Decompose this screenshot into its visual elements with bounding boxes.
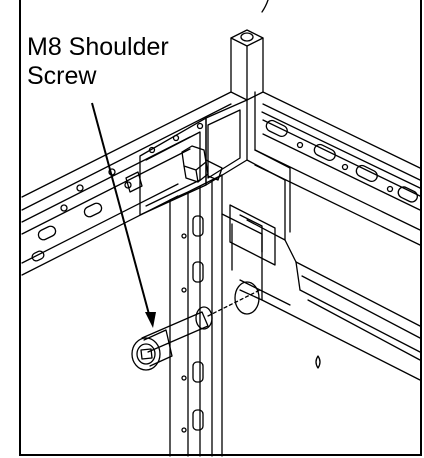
corner-bracket [139, 99, 291, 266]
shoulder-screw [131, 306, 213, 371]
callout-leader-arrow [91, 102, 156, 328]
callout-line-1: M8 Shoulder [27, 33, 169, 61]
center-line [207, 289, 261, 317]
rail-slot [31, 202, 103, 262]
rail-slot [265, 119, 418, 203]
horizontal-tube [284, 239, 421, 361]
callout-line-2: Screw [27, 62, 97, 90]
top-edge-mark [261, 0, 269, 13]
panel-hole [315, 355, 321, 369]
mounting-hole [234, 281, 260, 315]
arrowhead-icon [145, 312, 156, 328]
upright-slot [192, 215, 204, 431]
right-upper-rail [254, 91, 421, 246]
figure-frame [19, 0, 422, 456]
rail-clip [125, 171, 143, 193]
panel-edge [261, 299, 421, 381]
hex-nut [181, 145, 223, 183]
inner-flange [221, 213, 291, 315]
